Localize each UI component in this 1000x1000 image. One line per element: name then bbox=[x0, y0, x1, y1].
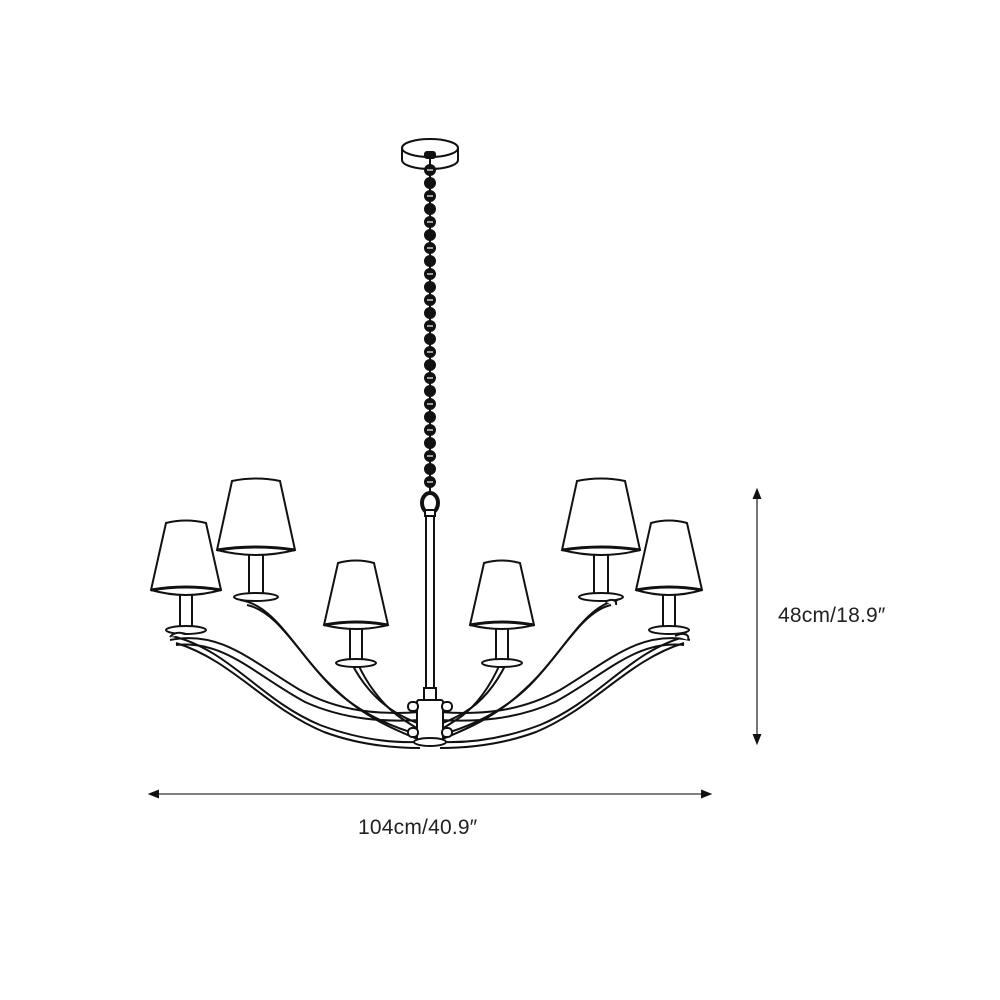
width-dimension-label: 104cm/40.9″ bbox=[358, 816, 478, 839]
ball-chain bbox=[420, 158, 440, 515]
shade-3 bbox=[322, 559, 390, 668]
ceiling-canopy bbox=[401, 138, 459, 170]
shade-6 bbox=[634, 519, 704, 641]
height-dimension-label: 48cm/18.9″ bbox=[778, 604, 886, 627]
arms-right bbox=[439, 599, 691, 749]
shade-5 bbox=[560, 477, 642, 606]
shade-2 bbox=[215, 477, 297, 602]
shade-4 bbox=[468, 559, 536, 668]
center-rod bbox=[423, 509, 437, 701]
arms-left bbox=[169, 599, 421, 749]
central-hub bbox=[407, 699, 453, 747]
shade-1 bbox=[149, 519, 223, 638]
